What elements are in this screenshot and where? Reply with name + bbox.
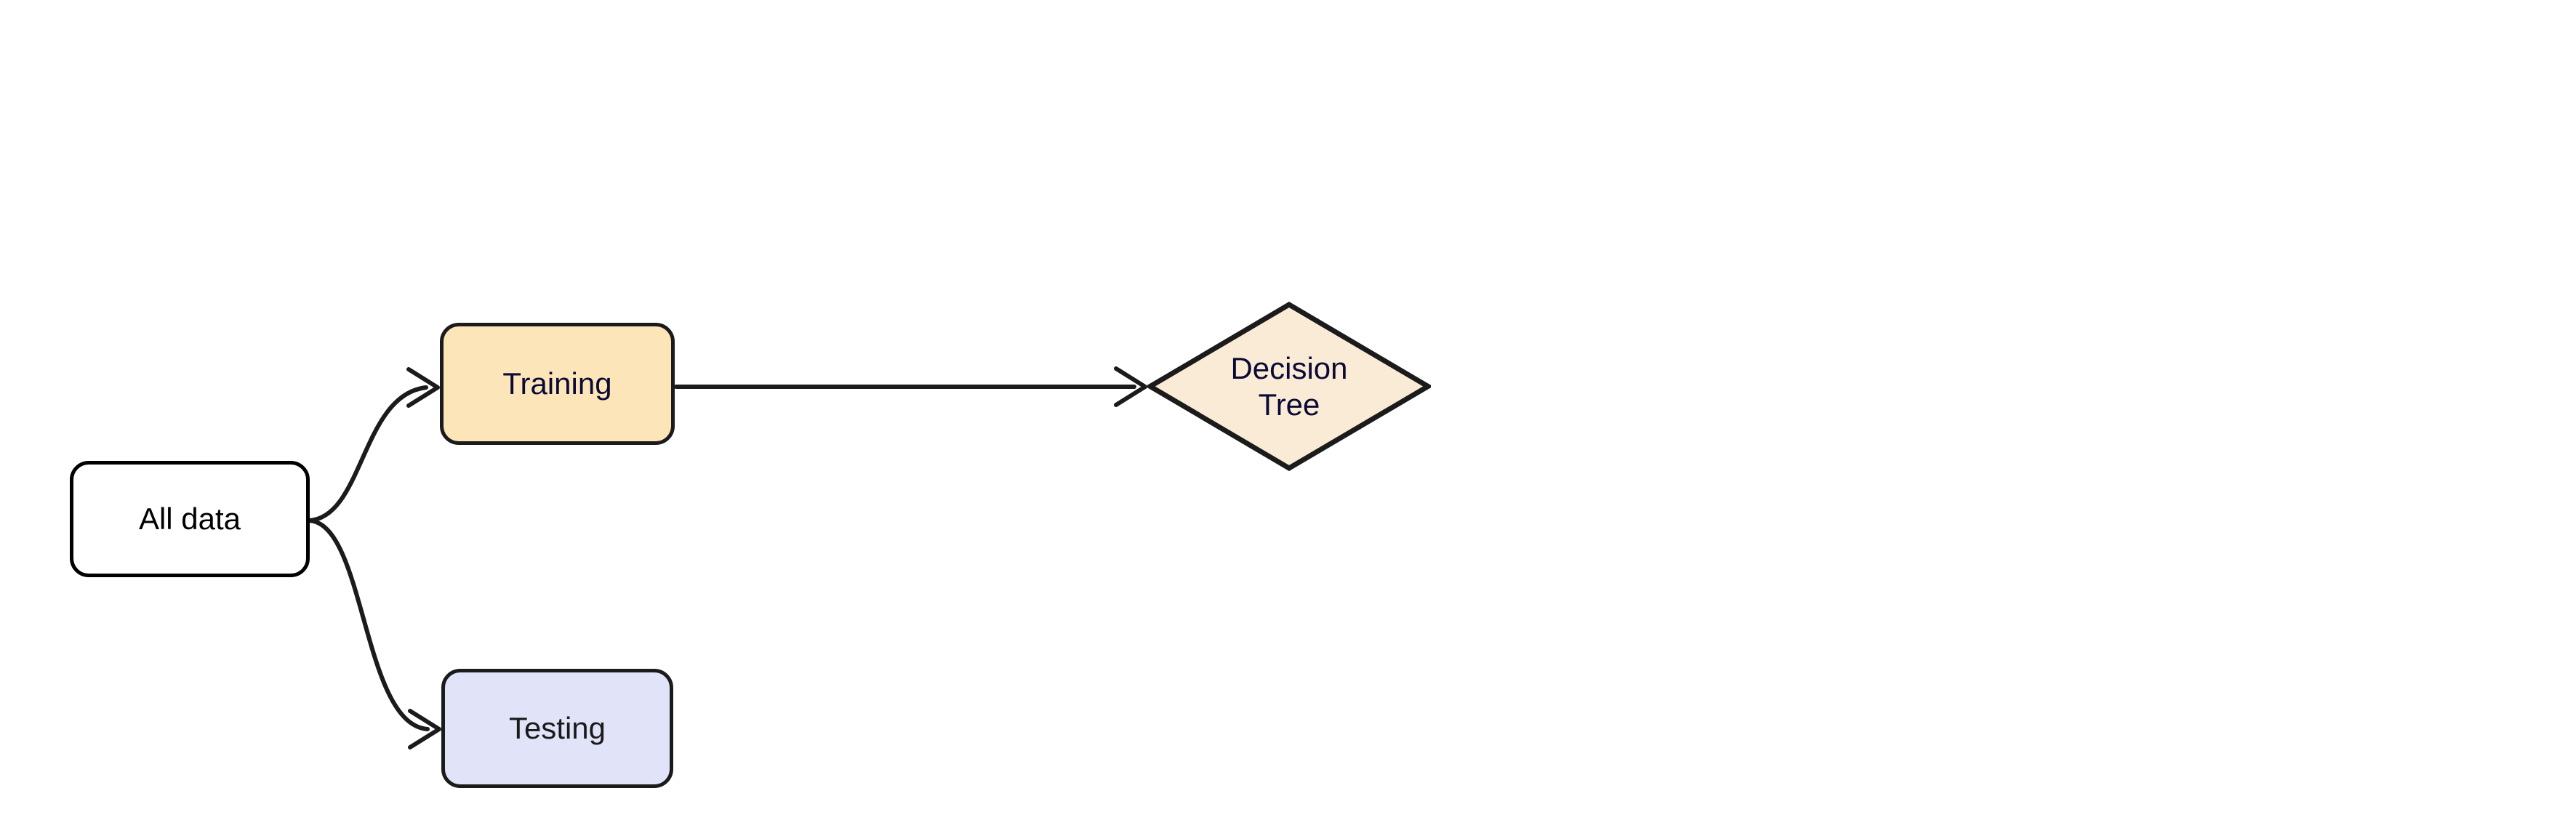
node-all-data-label: All data xyxy=(138,502,241,536)
node-decision-tree-label: Decision Tree xyxy=(1230,350,1348,422)
arrowhead-icon xyxy=(408,709,441,749)
arrowhead-icon xyxy=(406,367,440,408)
edge-all-data-to-training[interactable] xyxy=(307,367,440,523)
edge-training-to-decision-tree[interactable] xyxy=(674,366,1147,407)
node-testing[interactable]: Testing xyxy=(441,669,673,788)
edge-all-data-to-testing[interactable] xyxy=(307,518,441,749)
node-training[interactable]: Training xyxy=(440,323,675,445)
node-training-label: Training xyxy=(502,366,612,401)
node-decision-tree[interactable]: Decision Tree xyxy=(1147,302,1431,471)
node-all-data[interactable]: All data xyxy=(70,461,310,577)
node-testing-label: Testing xyxy=(508,711,606,746)
diamond-shape-icon xyxy=(1147,302,1431,471)
arrowhead-icon xyxy=(1114,366,1147,407)
